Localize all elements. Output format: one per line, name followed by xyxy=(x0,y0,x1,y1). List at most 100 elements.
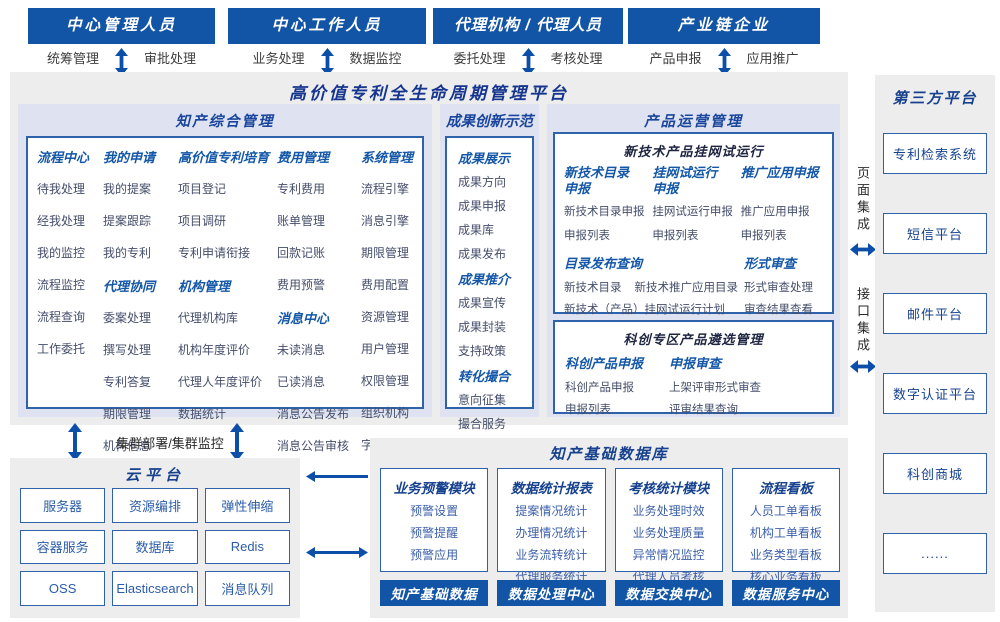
group-items: 成果方向成果申报成果库成果发布 xyxy=(458,173,532,262)
menu-item: 提案情况统计 xyxy=(515,504,588,518)
menu-item: 业务处理质量 xyxy=(632,526,705,540)
menu-item: 流程监控 xyxy=(37,278,86,292)
horizontal-double-arrow-icon xyxy=(850,243,876,256)
platform-panel: 高价值专利全生命周期管理平台 知产综合管理 流程中心 待我处理经我处理我的监控流… xyxy=(10,72,848,455)
module-alert: 业务预警模块 预警设置预警提醒预警应用 xyxy=(380,468,489,572)
group-items: 项目登记项目调研专利申请衔接 xyxy=(178,180,273,261)
group-header: 代理协同 xyxy=(103,279,156,294)
menu-item: 意向征集 xyxy=(458,393,507,407)
menu-item: 业务流转统计 xyxy=(515,548,588,562)
section-ip-management: 知产综合管理 流程中心 待我处理经我处理我的监控流程监控流程查询工作委托 我的申… xyxy=(18,104,432,453)
group-header: 流程看板 xyxy=(758,481,813,496)
menu-item: 挂网试运行申报 xyxy=(652,206,733,218)
menu-item: 消息引擎 xyxy=(361,214,410,228)
trial-operation-box: 新技术产品挂网试运行 新技术目录 申报 新技术目录申报申报列表 挂网试运行 申报… xyxy=(553,132,834,316)
menu-item: 待我处理 xyxy=(37,182,86,196)
menu-item: 我的专利 xyxy=(103,246,152,260)
actor-center-managers: 中心管理人员 统筹管理 审批处理 xyxy=(28,8,215,76)
group-header: 推广应用申报 xyxy=(740,165,819,180)
group-items: 科创产品申报申报列表 xyxy=(565,379,643,417)
group-items: 上架评审形式审查评审结果查询 xyxy=(669,379,761,417)
group-header: 数据统计报表 xyxy=(510,481,592,496)
group-items: 待我处理经我处理我的监控流程监控流程查询工作委托 xyxy=(37,180,99,357)
actor-industry-enterprises: 产业链企业 产品申报 应用推广 xyxy=(628,8,820,76)
actor-title: 中心管理人员 xyxy=(28,8,215,44)
menu-item: 回款记账 xyxy=(277,246,326,260)
third-party-system: 科创商城 xyxy=(883,453,987,494)
third-party-panel: 第三方平台 专利检索系统短信平台邮件平台数字认证平台科创商城...... xyxy=(875,75,995,612)
group-items: 挂网试运行申报申报列表 xyxy=(652,203,734,243)
menu-item: 预警应用 xyxy=(410,548,459,562)
menu-item: 流程查询 xyxy=(37,310,86,324)
group-items: 人员工单看板机构工单看板业务类型看板核心业务看板 xyxy=(733,502,839,585)
menu-item: 异常情况监控 xyxy=(632,548,705,562)
menu-item: 支持政策 xyxy=(458,344,507,358)
sub-box-title: 科创专区产品遴选管理 xyxy=(623,332,764,347)
group-items: 提案情况统计办理情况统计业务流转统计代理服务统计 xyxy=(498,502,604,585)
menu-item: 期限管理 xyxy=(361,246,410,260)
menu-item: 推广应用申报 xyxy=(740,206,810,218)
menu-item: 成果宣传 xyxy=(458,296,507,310)
group-items: 预警设置预警提醒预警应用 xyxy=(381,502,487,563)
innovation-box: 成果展示 成果方向成果申报成果库成果发布 成果推介 成果宣传成果封装支持政策 转… xyxy=(445,136,534,455)
group-items: 新技术目录申报申报列表 xyxy=(564,203,646,243)
menu-item: 业务类型看板 xyxy=(749,548,822,562)
cloud-service: 消息队列 xyxy=(204,571,290,606)
data-center: 数据处理中心 xyxy=(497,580,606,606)
cloud-service: 容器服务 xyxy=(20,529,106,565)
menu-item: 成果发布 xyxy=(458,247,507,261)
menu-item: 形式审查处理 xyxy=(744,282,813,294)
menu-item: 账单管理 xyxy=(277,214,326,228)
group-header: 形式审查 xyxy=(744,256,797,271)
vertical-double-arrow-icon xyxy=(230,423,244,461)
menu-item: 申报列表 xyxy=(652,230,699,242)
actor-title: 中心工作人员 xyxy=(228,8,426,44)
menu-column: 挂网试运行 申报 挂网试运行申报申报列表 xyxy=(652,165,734,251)
third-party-system: 短信平台 xyxy=(883,213,987,254)
menu-item: 撮合服务 xyxy=(458,417,507,431)
cloud-service: OSS xyxy=(20,571,106,606)
menu-item: 消息公告发布 xyxy=(277,407,350,421)
group-header: 成果推介 xyxy=(458,272,511,287)
menu-item: 申报列表 xyxy=(565,404,611,416)
ip-management-box: 流程中心 待我处理经我处理我的监控流程监控流程查询工作委托 我的申请 我的提案提… xyxy=(26,136,424,453)
group-header: 费用管理 xyxy=(277,150,330,165)
group-items: 委案处理撰写处理专利答复期限管理机构信息 xyxy=(103,309,174,454)
menu-item: 上架评审形式审查 xyxy=(669,382,762,394)
menu-item: 成果库 xyxy=(458,223,495,237)
menu-item: 新技术目录申报 xyxy=(564,206,645,218)
menu-item: 权限管理 xyxy=(361,374,410,388)
formal-review-group: 形式审查 形式审查处理审查结果查看 xyxy=(744,253,823,323)
cloud-service: 弹性伸缩 xyxy=(204,488,290,523)
actor-role-label: 数据监控 xyxy=(349,50,402,66)
third-party-system: 专利检索系统 xyxy=(883,133,987,174)
actor-role-label: 产品申报 xyxy=(649,50,702,66)
cloud-service: 服务器 xyxy=(20,488,106,523)
menu-item: 专利费用 xyxy=(277,182,326,196)
actor-role-label: 业务处理 xyxy=(252,50,305,66)
cluster-label: 集群部署/集群监控 xyxy=(116,436,224,451)
menu-item: 成果封装 xyxy=(458,320,507,334)
menu-item: 办理情况统计 xyxy=(515,526,588,540)
menu-item: 机构年度评价 xyxy=(178,343,251,357)
cloud-service: Elasticsearch xyxy=(112,571,198,606)
group-header: 考核统计模块 xyxy=(628,481,710,496)
menu-item: 专利申请衔接 xyxy=(178,246,251,260)
section-title: 知产综合管理 xyxy=(175,114,275,130)
group-header: 科创产品申报 xyxy=(565,356,644,371)
group-header: 成果展示 xyxy=(458,151,511,166)
group-items: 形式审查处理审查结果查看 xyxy=(744,279,823,317)
actor-title: 产业链企业 xyxy=(628,8,820,44)
menu-item: 未读消息 xyxy=(277,343,326,357)
group-items: 专利费用账单管理回款记账费用预警 xyxy=(277,180,357,293)
cloud-service: 数据库 xyxy=(112,529,198,565)
group-header: 挂网试运行 申报 xyxy=(652,165,718,196)
menu-item: 专利答复 xyxy=(103,375,152,389)
menu-column: 流程中心 待我处理经我处理我的监控流程监控流程查询工作委托 xyxy=(37,138,99,407)
menu-item: 项目登记 xyxy=(178,182,227,196)
group-header: 业务预警模块 xyxy=(393,481,475,496)
menu-item: 申报列表 xyxy=(740,230,787,242)
menu-item: 人员工单看板 xyxy=(749,504,822,518)
module-statistics-report: 数据统计报表 提案情况统计办理情况统计业务流转统计代理服务统计 xyxy=(497,468,606,584)
